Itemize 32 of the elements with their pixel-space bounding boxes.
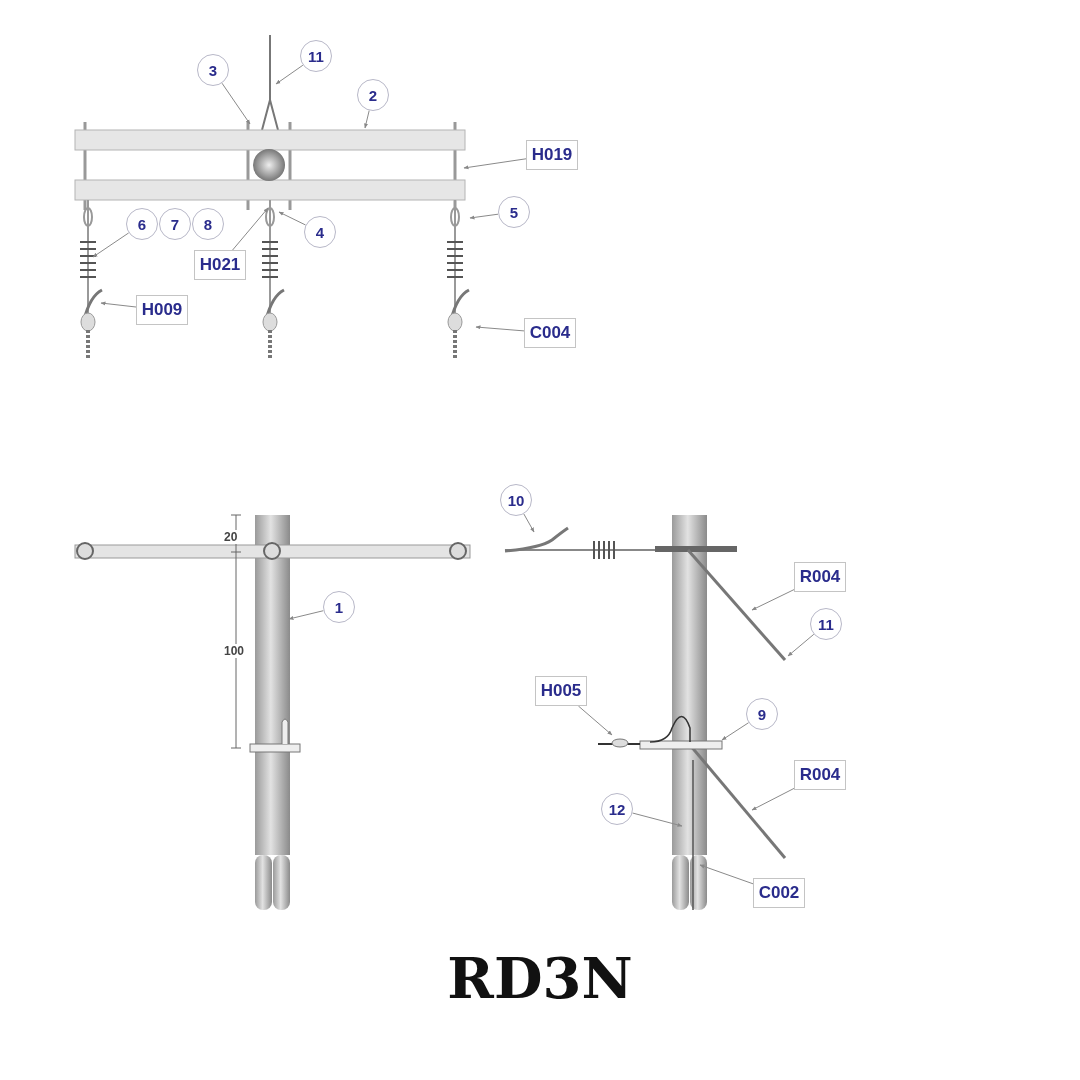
leader-line [721,722,750,741]
leader-line [469,213,499,220]
leader-line [232,207,269,251]
title: RD3N [447,945,633,1011]
callout-number: 5 [498,196,530,228]
leader-line [364,110,370,129]
leader-line [463,158,527,170]
leader-line [100,301,137,308]
pole-front-view-drawing [74,515,471,910]
leader-line [787,633,815,657]
part-code: C002 [753,878,805,908]
part-code: R004 [794,562,846,592]
crossarm-assembly-drawing [74,34,470,360]
dimension-label: 100 [224,644,245,658]
leader-line [278,211,307,226]
leader-line [288,610,324,620]
leader-line [275,64,304,85]
callout-number: 11 [810,608,842,640]
leader-line [632,812,683,827]
leader-line [751,787,795,811]
leader-line [699,864,754,885]
part-code: C004 [524,318,576,348]
part-code: R004 [794,760,846,790]
leader-line [221,82,251,125]
dimension-label: 20 [224,530,238,544]
part-code: H019 [526,140,578,170]
leader-line [92,232,130,258]
leader-line [751,589,795,611]
leader-line [577,705,613,736]
callout-number: 10 [500,484,532,516]
leader-line [523,513,535,533]
leader-line [475,325,525,332]
